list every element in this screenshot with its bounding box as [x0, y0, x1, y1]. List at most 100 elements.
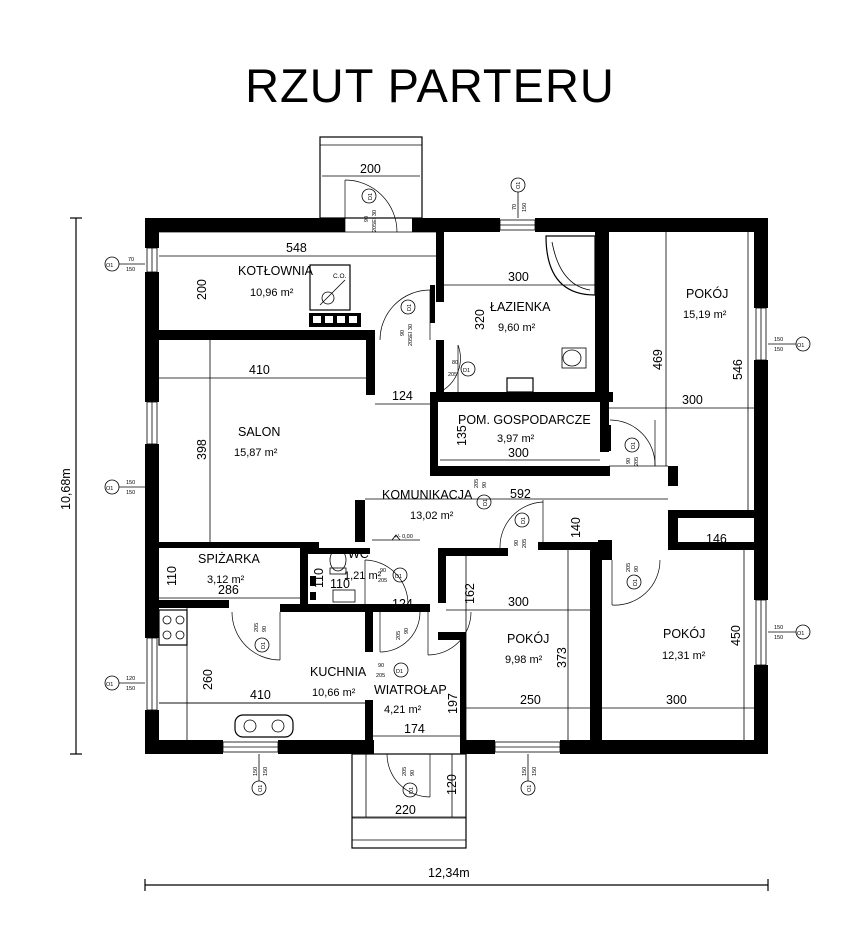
room-area-salon: 15,87 m²: [234, 447, 278, 459]
svg-text:150: 150: [126, 686, 135, 692]
door-tag-pokoj-2: D1 90 205: [514, 512, 530, 548]
dim-corridor-depth: 140: [569, 517, 583, 538]
dim-spizarka-depth: 110: [165, 566, 179, 586]
svg-text:90: 90: [514, 540, 520, 546]
room-name-kuchnia: KUCHNIA: [310, 665, 367, 679]
dim-pokoj1-depth: 469: [651, 349, 665, 370]
svg-text:90: 90: [364, 216, 370, 222]
dim-komunikacja-length: 592: [510, 487, 531, 501]
room-area-kotlownia: 10,96 m²: [250, 287, 294, 299]
room-name-wc: WC: [348, 547, 369, 561]
svg-text:D1: D1: [395, 574, 402, 580]
boiler-label: C.O.: [333, 273, 347, 280]
room-area-kuchnia: 10,66 m²: [312, 687, 356, 699]
svg-text:O1: O1: [797, 631, 804, 637]
window-tags: O1 70 150 O1 150 150 O1 120 150: [104, 177, 811, 796]
dim-wiatrolap-depth: 197: [446, 693, 460, 714]
svg-text:D1: D1: [407, 304, 413, 311]
svg-text:D1: D1: [633, 579, 639, 586]
dim-salon-width: 410: [249, 363, 270, 377]
door-tag-boiler: D1 90 205EI 30: [400, 299, 416, 346]
svg-text:D1: D1: [463, 368, 470, 374]
doors: [231, 179, 661, 798]
svg-text:150: 150: [253, 767, 259, 776]
page-title: RZUT PARTERU: [245, 59, 615, 112]
room-area-pokoj-2: 9,98 m²: [505, 654, 543, 666]
svg-text:150: 150: [126, 490, 135, 496]
svg-text:205: 205: [474, 479, 480, 488]
room-area-lazienka: 9,60 m²: [498, 322, 536, 334]
svg-text:90: 90: [378, 663, 384, 669]
dim-lazienka-depth: 320: [473, 309, 487, 330]
svg-text:150: 150: [263, 767, 269, 776]
dim-pokoj3-depth: 450: [729, 625, 743, 646]
svg-text:D1: D1: [521, 517, 527, 524]
overall-width: 12,34m: [428, 866, 470, 880]
window-tag-salon: O1 150 150: [104, 479, 145, 496]
svg-text:O1: O1: [258, 785, 264, 792]
dim-pokoj2-width: 300: [508, 595, 529, 609]
room-name-lazienka: ŁAZIENKA: [490, 300, 551, 314]
svg-text:D1: D1: [631, 442, 637, 449]
windows: [146, 219, 767, 753]
svg-text:150: 150: [532, 767, 538, 776]
dim-spizarka-width: 286: [218, 583, 239, 597]
dim-hall-width: 124: [392, 389, 413, 403]
room-area-wiatrolap: 4,21 m²: [384, 704, 422, 716]
door-tag-bathroom: D1 80 205: [448, 360, 476, 378]
door-tag-wc: D1 90 205: [378, 567, 408, 584]
dim-steps-width: 220: [395, 803, 416, 817]
dim-kuchnia-width: 410: [250, 688, 271, 702]
dim-kotlownia-width: 548: [286, 241, 307, 255]
window-tag-pokoj-1: O1 150 150: [768, 336, 811, 353]
window-tag-pokoj-3: O1 150 150: [768, 624, 811, 641]
svg-text:205: 205: [634, 457, 640, 466]
room-name-pokoj-1: POKÓJ: [686, 286, 728, 301]
svg-text:205: 205: [378, 578, 387, 584]
dim-kuchnia-depth: 260: [201, 669, 215, 690]
vertical-dimension-texts: 200 320 469 546 398 135 140 110 110 162 …: [59, 279, 745, 795]
svg-text:205EI 30: 205EI 30: [372, 210, 378, 232]
svg-text:O1: O1: [527, 785, 533, 792]
svg-text:90: 90: [262, 626, 268, 632]
room-area-komunikacja: 13,02 m²: [410, 510, 454, 522]
svg-text:205: 205: [376, 673, 385, 679]
svg-text:O1: O1: [797, 343, 804, 349]
dim-pokoj2-top: 162: [463, 583, 477, 604]
dim-entrance-width: 200: [360, 162, 381, 176]
svg-text:90: 90: [634, 566, 640, 572]
svg-text:D1: D1: [409, 787, 415, 794]
svg-text:70: 70: [512, 204, 518, 210]
svg-text:90: 90: [380, 568, 386, 574]
svg-text:O1: O1: [106, 682, 113, 688]
svg-text:D1: D1: [483, 499, 489, 506]
svg-text:150: 150: [126, 480, 135, 486]
door-tag-wiatrolap: D1 205 90: [402, 767, 418, 798]
door-tag-gosp: D1 205 90: [474, 479, 492, 510]
svg-text:D1: D1: [396, 669, 403, 675]
dim-pokoj1-total: 546: [731, 359, 745, 380]
room-name-wiatrolap: WIATROŁAP: [374, 683, 447, 697]
room-area-spizarka: 3,12 m²: [207, 574, 245, 586]
svg-text:O1: O1: [106, 486, 113, 492]
room-name-kotlownia: KOTŁOWNIA: [238, 264, 314, 278]
dim-wiatrolap-top: 124: [392, 597, 413, 611]
svg-text:150: 150: [774, 337, 783, 343]
level-marker: +/- 0,00: [372, 534, 420, 541]
window-tag-pokoj-2-bottom: O1 150 150: [520, 754, 538, 796]
dim-pokoj2-depth: 373: [555, 647, 569, 668]
dim-pokoj3-width: 300: [666, 693, 687, 707]
room-name-spizarka: SPIŻARKA: [198, 552, 260, 566]
dim-wc-width: 110: [330, 577, 350, 591]
dimension-texts: 200 548 300 410 124 300 300 592 146 286 …: [218, 162, 727, 880]
svg-text:150: 150: [522, 767, 528, 776]
dim-kotlownia-depth: 200: [195, 279, 209, 300]
svg-text:150: 150: [774, 635, 783, 641]
dim-gosp-depth: 135: [455, 425, 469, 446]
room-area-gospodarcze: 3,97 m²: [497, 433, 535, 445]
window-tag-kitchen-bottom: O1 150 150: [251, 754, 269, 796]
room-area-pokoj-1: 15,19 m²: [683, 309, 727, 321]
svg-text:150: 150: [522, 203, 528, 212]
svg-text:90: 90: [626, 458, 632, 464]
